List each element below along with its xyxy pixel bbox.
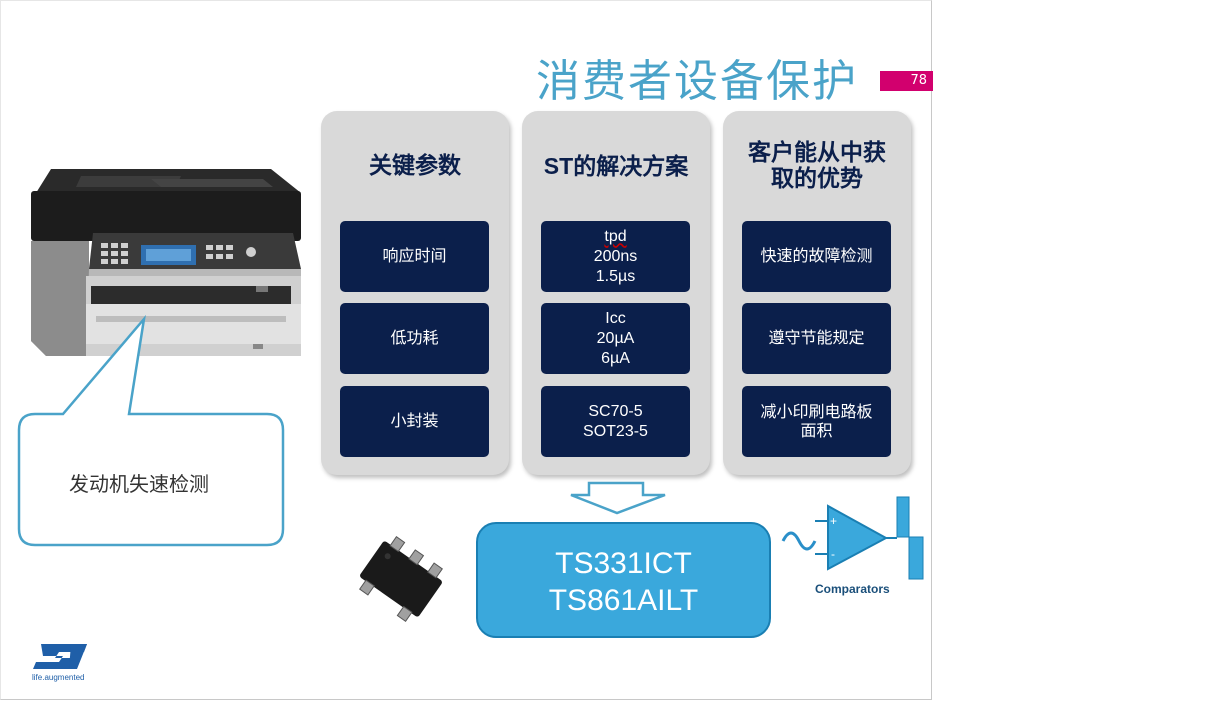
comparators-label: Comparators xyxy=(815,582,890,596)
benefit-line: 面积 xyxy=(800,422,833,440)
page-number-badge: 78 xyxy=(880,71,933,91)
down-arrow-icon xyxy=(570,481,666,515)
benefit-box: 减小印刷电路板 面积 xyxy=(742,386,891,457)
solution-box-current: Icc 20µA 6µA xyxy=(541,303,690,374)
panel-title-rest: 的解决方案 xyxy=(573,154,689,180)
logo-tagline: life.augmented xyxy=(32,673,85,682)
solution-box-timing: tpd 200ns 1.5µs xyxy=(541,221,690,292)
solution-line: 20µA xyxy=(596,329,635,347)
panel-title-prefix: ST xyxy=(543,153,574,179)
comparator-icon: + - xyxy=(781,496,924,580)
panel-title: 关键参数 xyxy=(369,153,461,179)
svg-text:+: + xyxy=(830,514,837,528)
solution-line: 200ns xyxy=(593,247,638,265)
solution-line: tpd xyxy=(604,227,627,245)
benefit-box: 快速的故障检测 xyxy=(742,221,891,292)
param-box: 小封装 xyxy=(340,386,489,457)
panel-title: 客户能从中获 取的优势 xyxy=(723,140,911,192)
param-box: 低功耗 xyxy=(340,303,489,374)
printer-illustration: + - xyxy=(17,169,924,669)
panel-customer-benefits: 客户能从中获 取的优势 快速的故障检测 遵守节能规定 减小印刷电路板 面积 xyxy=(723,111,911,475)
product-line: TS861AILT xyxy=(548,584,699,617)
st-logo-icon xyxy=(33,644,87,669)
solution-line: Icc xyxy=(605,309,626,327)
product-part-numbers-box: TS331ICT TS861AILT xyxy=(476,522,771,638)
panel-title-line: 客户能从中获 xyxy=(748,140,886,166)
solution-line: SOT23-5 xyxy=(583,422,648,440)
callout-bubble xyxy=(17,314,285,547)
solution-box-package: SC70-5 SOT23-5 xyxy=(541,386,690,457)
product-line: TS331ICT xyxy=(555,547,692,580)
slide: 消费者设备保护 78 xyxy=(0,0,933,700)
benefit-box: 遵守节能规定 xyxy=(742,303,891,374)
panel-key-parameters: 关键参数 响应时间 低功耗 小封装 xyxy=(321,111,509,475)
slide-title: 消费者设备保护 xyxy=(536,56,858,107)
printer-icon xyxy=(31,169,301,356)
panel-title: ST的解决方案 xyxy=(522,153,710,180)
panel-title-line: 取的优势 xyxy=(771,166,863,192)
svg-text:-: - xyxy=(831,547,835,561)
ic-chip-icon xyxy=(359,536,443,622)
solution-line: 6µA xyxy=(601,349,630,367)
panel-st-solution: ST的解决方案 tpd 200ns 1.5µs Icc 20µA 6µA SC7… xyxy=(522,111,710,475)
benefit-line: 减小印刷电路板 xyxy=(760,403,873,421)
solution-line: SC70-5 xyxy=(588,402,643,420)
solution-line: 1.5µs xyxy=(595,267,636,285)
param-box: 响应时间 xyxy=(340,221,489,292)
callout-text: 发动机失速检测 xyxy=(69,472,209,496)
